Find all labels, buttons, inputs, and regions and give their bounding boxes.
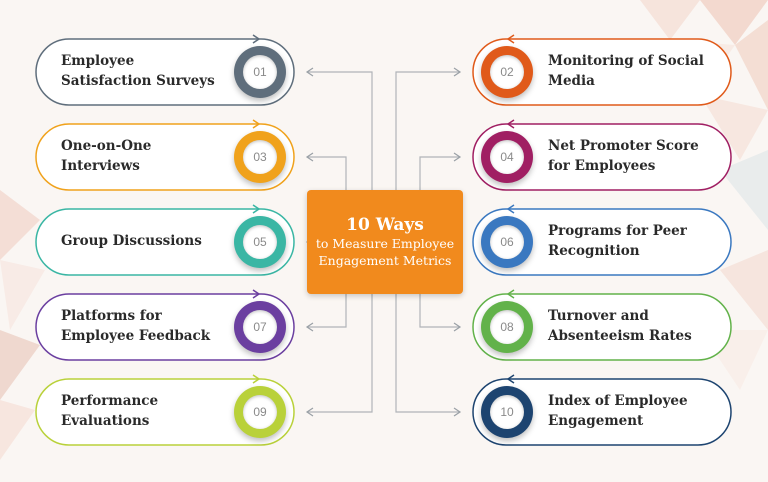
item-label: Platforms for Employee Feedback [61,308,211,344]
connector-line [395,294,460,413]
item-card-02: Monitoring of Social Media 02 [472,34,732,106]
item-label: Net Promoter Score for Employees [548,138,699,174]
item-card-07: Platforms for Employee Feedback 07 [35,289,295,361]
item-card-05: Group Discussions 05 [35,204,295,276]
item-label: Monitoring of Social Media [548,53,704,89]
item-card-06: Programs for Peer Recognition 06 [472,204,732,276]
connector-arrow [305,322,314,332]
number-badge: 07 [234,301,286,353]
number-badge: 10 [481,386,533,438]
item-card-10: Index of Employee Engagement 10 [472,374,732,446]
item-number: 06 [490,225,524,259]
center-subtitle: to Measure Employee Engagement Metrics [315,236,455,269]
item-number: 10 [490,395,524,429]
item-label: One-on-One Interviews [61,138,152,174]
card-outline [35,119,295,191]
item-number: 07 [243,310,277,344]
number-badge: 06 [481,216,533,268]
item-card-09: Performance Evaluations 09 [35,374,295,446]
card-outline [472,374,732,446]
number-badge: 02 [481,46,533,98]
connector-arrow [453,322,462,332]
item-card-08: Turnover and Absenteeism Rates 08 [472,289,732,361]
number-badge: 04 [481,131,533,183]
item-label: Performance Evaluations [61,393,159,429]
connector-line [307,71,373,190]
card-outline [35,289,295,361]
connector-arrow [453,152,462,162]
item-number: 02 [490,55,524,89]
number-badge: 01 [234,46,286,98]
connector-line [419,156,460,190]
card-outline [472,289,732,361]
center-title-box: 10 Ways to Measure Employee Engagement M… [307,190,463,294]
connector-arrow [305,67,314,77]
item-label: Turnover and Absenteeism Rates [548,308,692,344]
number-badge: 03 [234,131,286,183]
card-outline [472,34,732,106]
item-number: 05 [243,225,277,259]
card-outline [472,119,732,191]
card-outline [35,204,295,276]
connector-line [419,294,460,328]
number-badge: 08 [481,301,533,353]
card-outline [472,204,732,276]
item-label: Programs for Peer Recognition [548,223,687,259]
connector-arrow [453,407,462,417]
card-outline [35,34,295,106]
item-card-01: Employee Satisfaction Surveys 01 [35,34,295,106]
connector-arrow [305,152,314,162]
connector-line [395,71,460,190]
item-number: 01 [243,55,277,89]
item-number: 04 [490,140,524,174]
item-card-03: One-on-One Interviews 03 [35,119,295,191]
connector-line [307,294,373,413]
connector-line [307,294,347,328]
item-number: 03 [243,140,277,174]
card-outline [35,374,295,446]
connector-line [307,156,347,190]
connector-arrow [453,67,462,77]
item-number: 08 [490,310,524,344]
item-number: 09 [243,395,277,429]
number-badge: 09 [234,386,286,438]
number-badge: 05 [234,216,286,268]
item-card-04: Net Promoter Score for Employees 04 [472,119,732,191]
connector-arrow [305,407,314,417]
center-title: 10 Ways [346,215,424,236]
item-label: Group Discussions [61,233,202,250]
item-label: Employee Satisfaction Surveys [61,53,215,89]
item-label: Index of Employee Engagement [548,393,688,429]
